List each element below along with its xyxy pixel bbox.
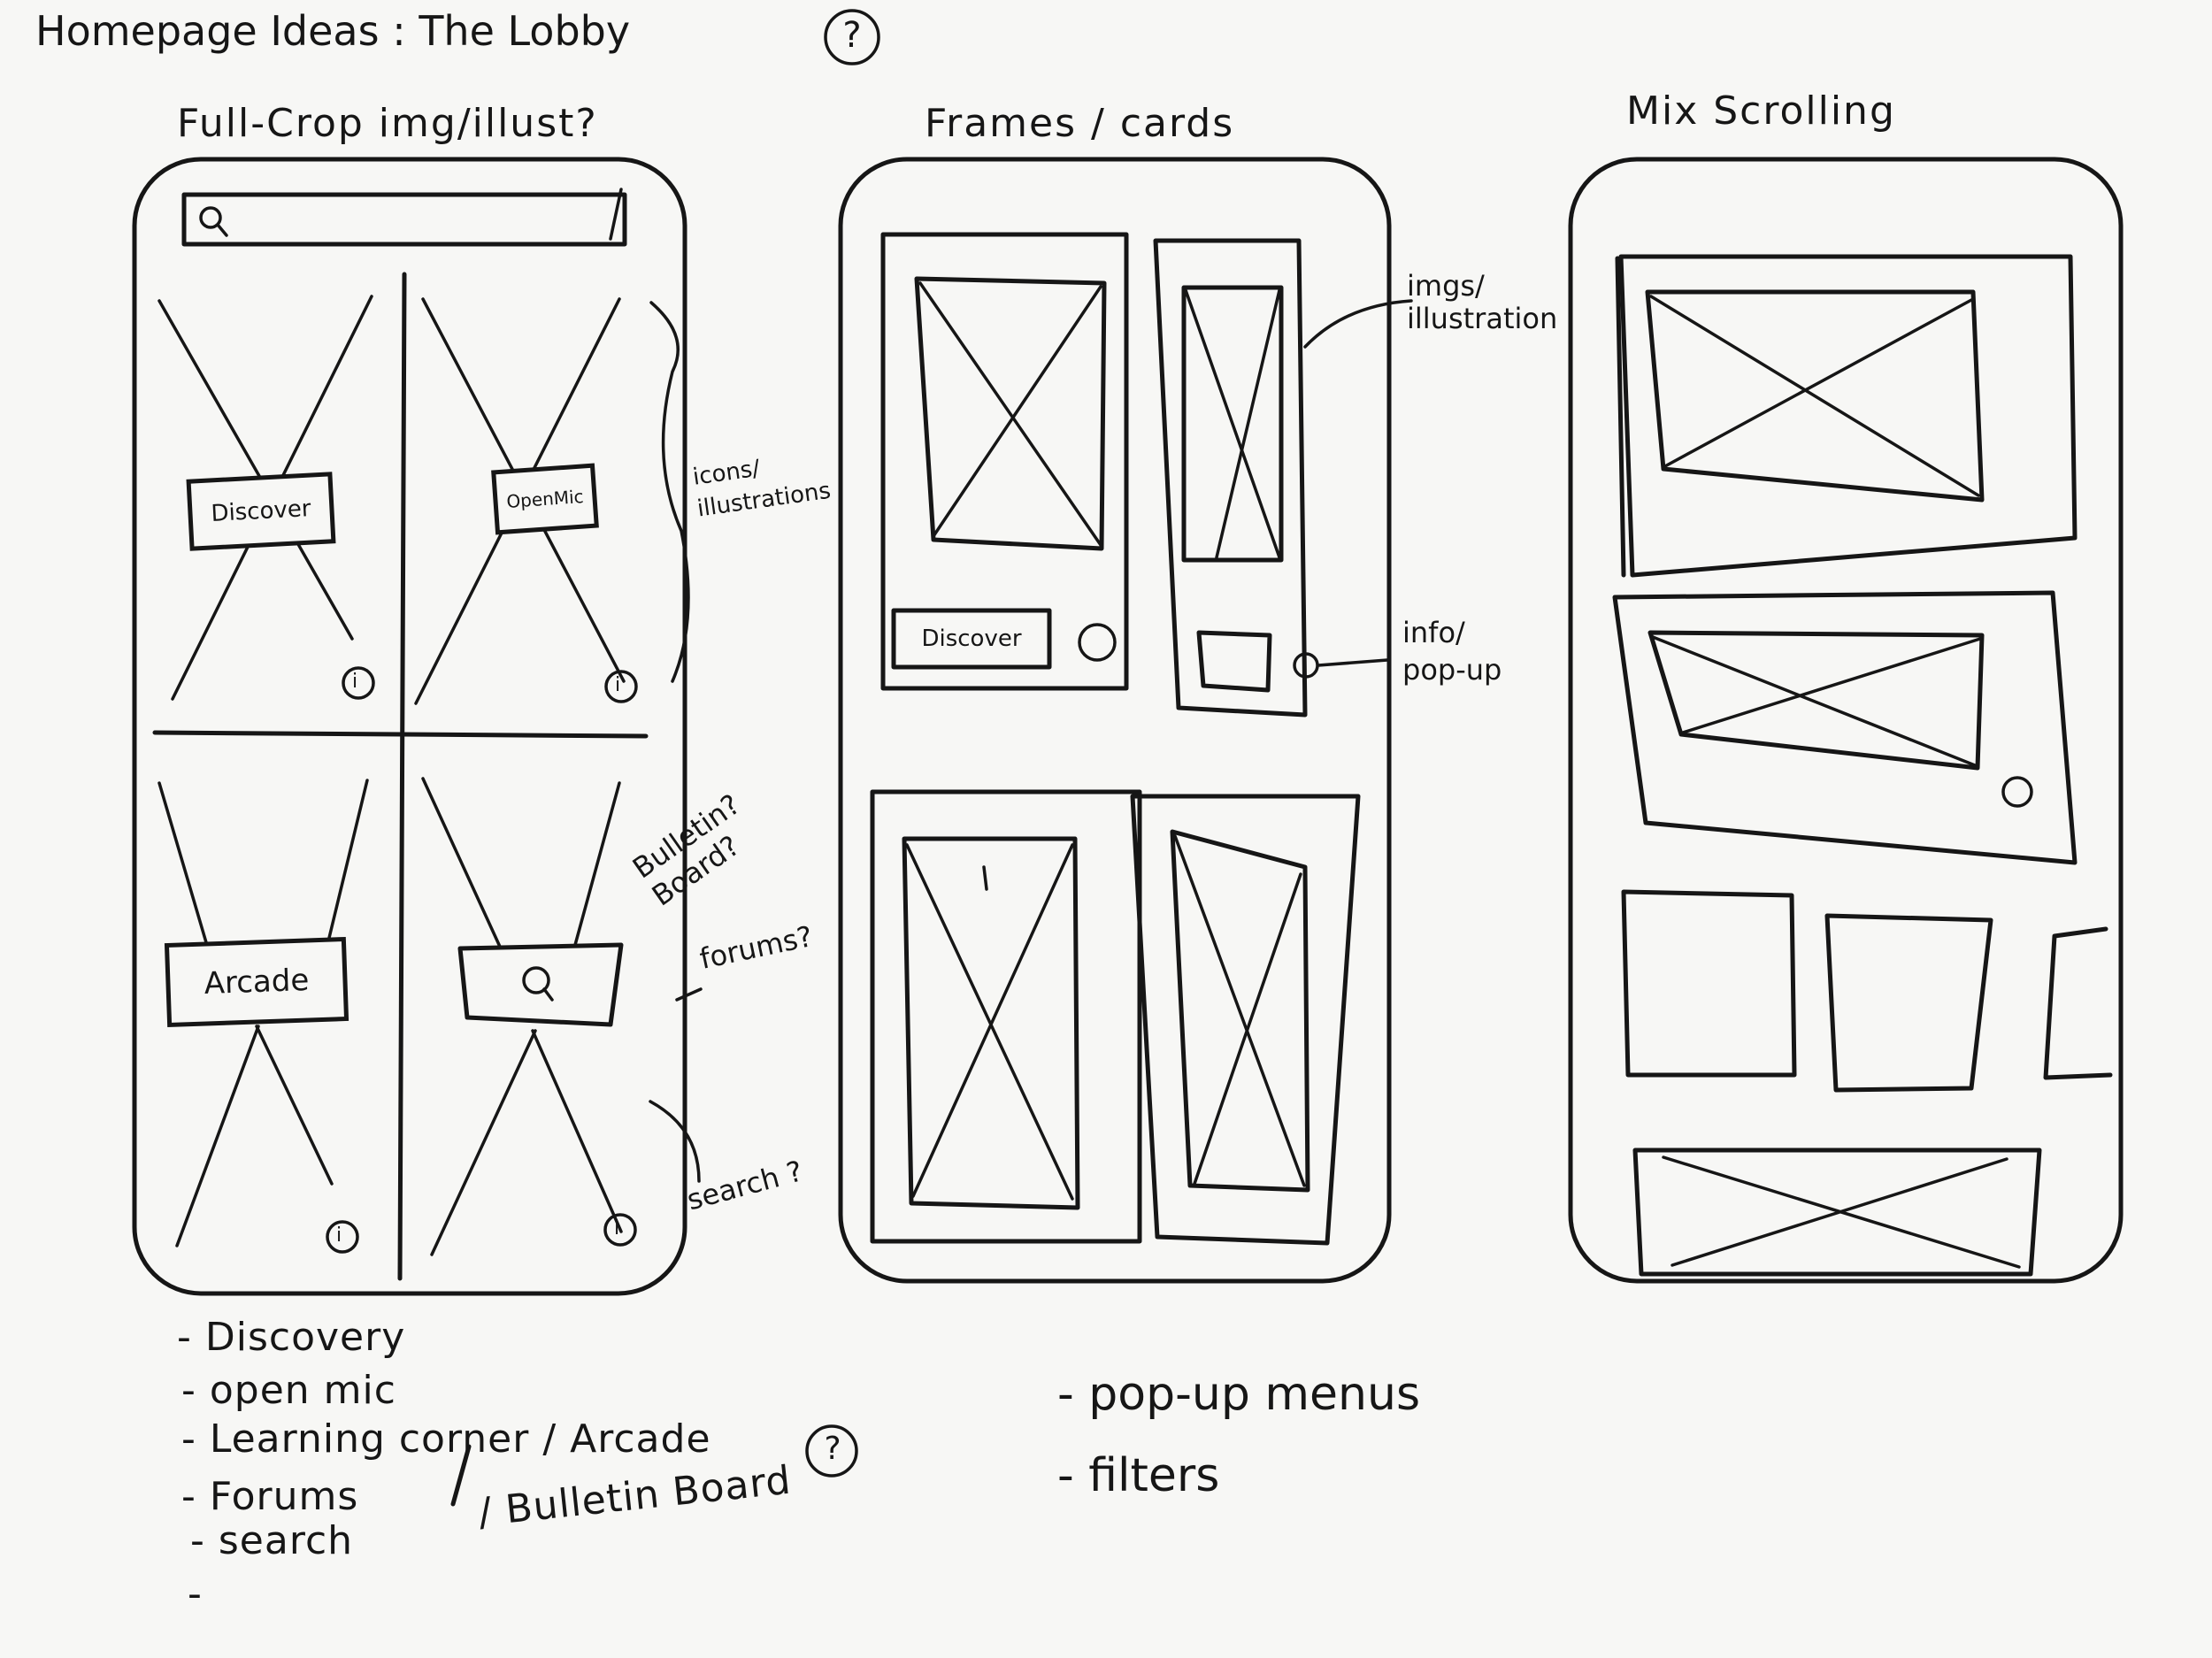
question-badge xyxy=(805,1424,858,1478)
note-imgs-illustration: imgs/ illustration xyxy=(1407,269,1558,335)
tile-search-button[interactable] xyxy=(467,948,613,1019)
info-icon-label[interactable]: i xyxy=(614,1217,620,1240)
note-info-popup: info/ pop-up xyxy=(1402,616,1502,687)
heading-mix: Mix Scrolling xyxy=(1626,88,1896,134)
info-icon xyxy=(604,670,638,703)
card xyxy=(1153,238,1308,718)
thumb-box xyxy=(1196,630,1272,693)
info-icon-label[interactable]: i xyxy=(615,674,621,696)
scroll-tile-partial xyxy=(2043,926,2113,1080)
question-badge xyxy=(824,9,880,65)
search-tile-box xyxy=(457,942,624,1027)
search-icon xyxy=(522,966,550,994)
info-icon xyxy=(2001,776,2033,808)
list-item: - open mic xyxy=(181,1368,396,1413)
heading-fullcrop: Full-Crop img/illust? xyxy=(177,101,598,146)
list-item: - Forums xyxy=(181,1474,359,1519)
list-item: - Learning corner / Arcade xyxy=(181,1416,711,1462)
banner xyxy=(1612,590,2078,865)
list-item: - Discovery xyxy=(177,1315,406,1360)
page-title: Homepage Ideas : The Lobby xyxy=(35,7,631,55)
list-item: - xyxy=(188,1571,203,1616)
info-icon xyxy=(603,1213,637,1247)
banner xyxy=(1618,254,2078,578)
info-icon xyxy=(1078,623,1117,662)
list-item: - pop-up menus xyxy=(1057,1368,1421,1421)
tile-label-box xyxy=(186,472,336,551)
info-icon xyxy=(326,1220,359,1254)
card-button xyxy=(891,608,1052,670)
phone-frame-mix xyxy=(1568,157,2124,1284)
card-discover-button[interactable]: Discover xyxy=(921,626,1022,652)
info-icon-label[interactable]: i xyxy=(352,671,358,693)
title-badge-text: ? xyxy=(842,15,862,56)
info-icon-label[interactable]: i xyxy=(336,1224,342,1247)
list-item: - search xyxy=(190,1518,354,1563)
banner xyxy=(1632,1148,2042,1277)
scroll-tile xyxy=(1621,889,1797,1078)
tile-openmic-button[interactable]: OpenMic xyxy=(505,485,585,513)
grid-divider-vertical xyxy=(397,272,407,1281)
card xyxy=(880,232,1129,691)
scroll-tile xyxy=(1824,913,1993,1093)
phone-frame-fullcrop xyxy=(132,157,687,1296)
grid-divider-horizontal xyxy=(152,730,649,739)
card xyxy=(1130,794,1361,1246)
tile-arcade-button[interactable]: Arcade xyxy=(204,962,310,1002)
tile-discover-button[interactable]: Discover xyxy=(210,495,312,527)
list-item: - filters xyxy=(1057,1449,1220,1502)
card xyxy=(870,789,1142,1244)
bracket-icons xyxy=(649,301,690,683)
info-icon xyxy=(342,666,375,700)
search-bar xyxy=(181,192,627,247)
search-icon xyxy=(199,206,222,229)
phone-frame-cards xyxy=(838,157,1392,1284)
list-badge-text: ? xyxy=(824,1431,841,1467)
heading-cards: Frames / cards xyxy=(925,101,1235,146)
